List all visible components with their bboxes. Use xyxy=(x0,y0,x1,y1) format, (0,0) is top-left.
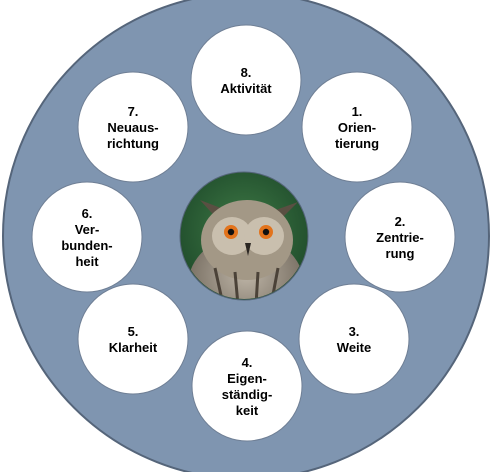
node-label-line: Neuaus- xyxy=(107,120,158,135)
node-verbundenheit: 6.Ver-bunden-heit xyxy=(31,181,143,293)
node-label-line: bunden- xyxy=(61,238,112,253)
node-label-line: Eigen- xyxy=(227,371,267,386)
node-label-line: Weite xyxy=(337,340,371,355)
node-circle xyxy=(191,330,303,442)
node-zentrierung: 2.Zentrie-rung xyxy=(344,181,456,293)
center-owl-image xyxy=(179,171,309,301)
node-label-line: 5. xyxy=(128,324,139,339)
node-aktivitaet: 8.Aktivität xyxy=(190,24,302,136)
node-label-line: Ver- xyxy=(75,222,100,237)
node-label-line: Aktivität xyxy=(220,81,272,96)
node-label-line: 6. xyxy=(82,206,93,221)
node-label-line: Klarheit xyxy=(109,340,158,355)
node-klarheit: 5.Klarheit xyxy=(77,283,189,395)
node-label-line: richtung xyxy=(107,136,159,151)
node-label-line: rung xyxy=(386,246,415,261)
node-label-line: 2. xyxy=(395,214,406,229)
node-label-line: 8. xyxy=(241,65,252,80)
node-label-line: Orien- xyxy=(338,120,376,135)
node-label-line: 7. xyxy=(128,104,139,119)
node-circle xyxy=(298,283,410,395)
node-label-line: ständig- xyxy=(222,387,273,402)
node-circle xyxy=(190,24,302,136)
node-orientierung: 1.Orien-tierung xyxy=(301,71,413,183)
node-circle xyxy=(31,181,143,293)
node-circle xyxy=(301,71,413,183)
node-label-line: 4. xyxy=(242,355,253,370)
node-weite: 3.Weite xyxy=(298,283,410,395)
node-label-line: 3. xyxy=(349,324,360,339)
node-eigenstaendigkeit: 4.Eigen-ständig-keit xyxy=(191,330,303,442)
node-neuausrichtung: 7.Neuaus-richtung xyxy=(77,71,189,183)
node-label-line: tierung xyxy=(335,136,379,151)
node-label-line: Zentrie- xyxy=(376,230,424,245)
node-label-line: keit xyxy=(236,403,259,418)
node-circle xyxy=(77,283,189,395)
node-label-line: 1. xyxy=(352,104,363,119)
node-circle xyxy=(344,181,456,293)
node-circle xyxy=(77,71,189,183)
node-label-line: heit xyxy=(75,254,99,269)
